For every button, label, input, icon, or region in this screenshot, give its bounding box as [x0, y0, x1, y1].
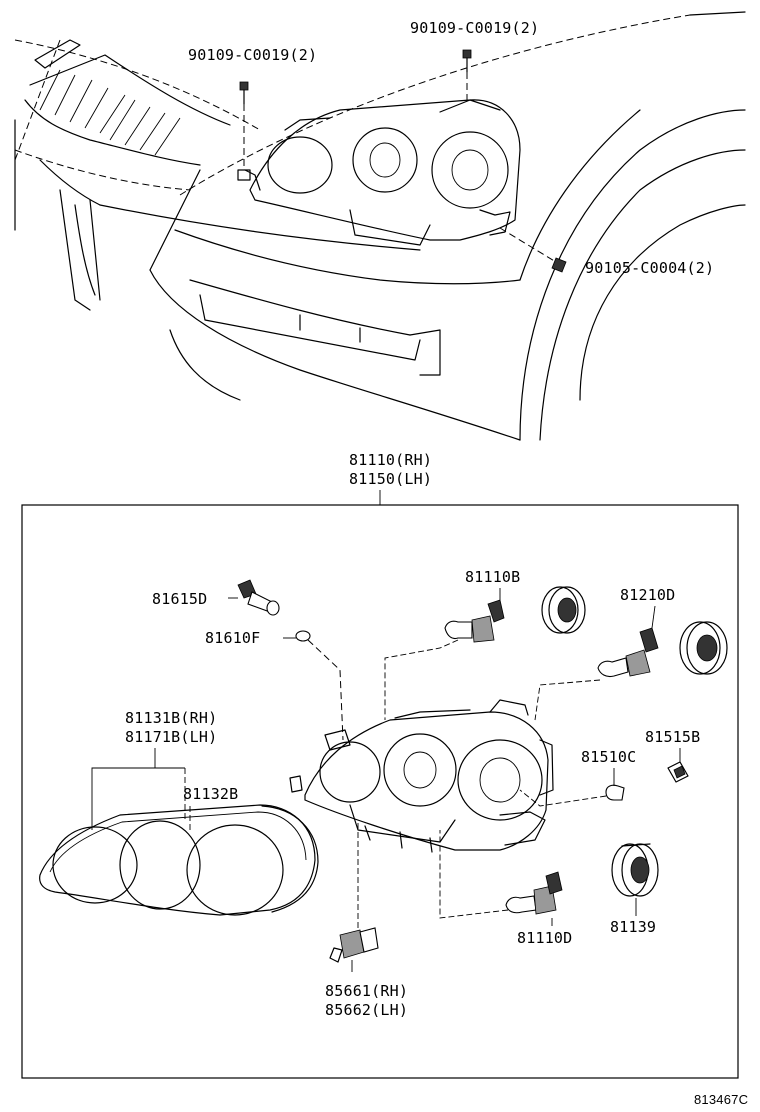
screw-icon [499, 227, 567, 273]
cap-81139 [611, 843, 659, 897]
lens-gasket [261, 805, 319, 913]
screw-label: 90105-C0004(2) [585, 259, 714, 277]
bulb-81110b-label: 81110B [465, 568, 520, 586]
bulb-cap-icon [679, 621, 728, 675]
headlamp-lens [39, 804, 316, 916]
ballast-85661-label: 85661(RH) [325, 982, 408, 1000]
bolt-right-label: 90109-C0019(2) [410, 19, 539, 37]
parts-box [21, 504, 739, 1079]
bulb-81510c-label: 81510C [581, 748, 636, 766]
lens-81171b-label: 81171B(LH) [125, 728, 217, 746]
bulb-81610f-label: 81610F [205, 629, 260, 647]
bulb-81110d [439, 830, 563, 919]
headlamp-housing [289, 699, 554, 853]
bulb-81210d-label: 81210D [620, 586, 675, 604]
bulb-cap-icon [541, 586, 586, 634]
bolt-icon [237, 81, 251, 181]
bulb-81110b [384, 599, 505, 720]
bulb-85661 [329, 822, 379, 972]
assembly-lh-label: 81150(LH) [349, 470, 432, 488]
socket-81515b-label: 81515B [645, 728, 700, 746]
bulb-81610f [295, 630, 344, 741]
assembly-rh-label: 81110(RH) [349, 451, 432, 469]
socket-81515b [667, 761, 689, 783]
vehicle-front-illustration [14, 11, 746, 441]
bulb-81510c [519, 784, 625, 807]
lens-81131b-label: 81131B(RH) [125, 709, 217, 727]
installed-headlamp [244, 99, 521, 246]
socket-81615d-label: 81615D [152, 590, 207, 608]
figure-id-label: 813467C [694, 1092, 748, 1107]
bulb-81110d-label: 81110D [517, 929, 572, 947]
bolt-left-label: 90109-C0019(2) [188, 46, 317, 64]
bolt-icon [462, 49, 472, 102]
ballast-85662-label: 85662(LH) [325, 1001, 408, 1019]
cap-81139-label: 81139 [610, 918, 656, 936]
gasket-81132b-label: 81132B [183, 785, 238, 803]
bulb-81210d [534, 627, 659, 721]
socket-81615d [237, 579, 280, 616]
